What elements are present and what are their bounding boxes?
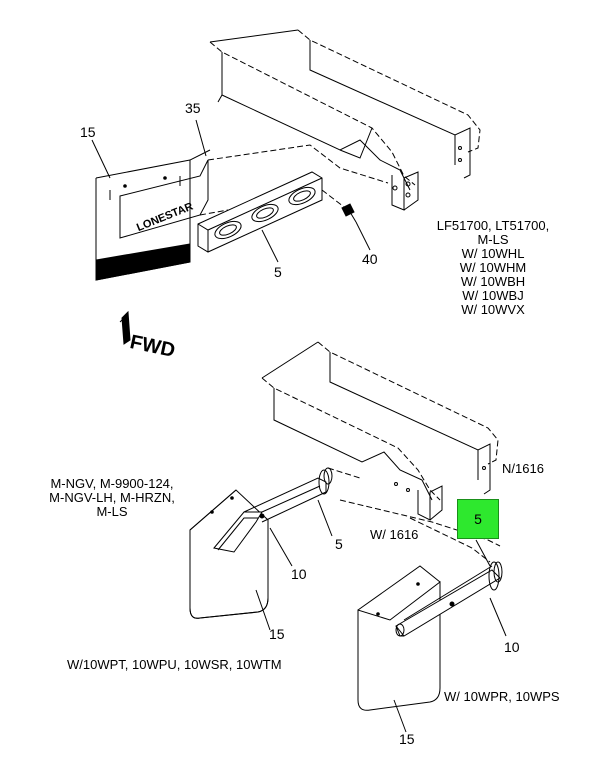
note-line: W/ 10WHM xyxy=(459,260,527,275)
callout-5-top: 5 xyxy=(274,264,282,280)
note-line: LF51700, LT51700, xyxy=(436,218,550,233)
leaders-top xyxy=(91,119,371,263)
note-line: W/ 10WHL xyxy=(461,246,525,261)
note-line: M-NGV-LH, M-HRZN, xyxy=(49,490,175,505)
top-mud-flap xyxy=(95,149,211,281)
top-frame-rail xyxy=(209,29,481,211)
note-right-options: W/ 10WPR, 10WPS xyxy=(444,689,560,704)
fwd-arrow-icon xyxy=(119,310,131,345)
reflector-bar-top xyxy=(197,171,323,253)
assembly-lines-bottom xyxy=(327,467,501,563)
logo-text: LONESTAR xyxy=(135,201,195,235)
bottom-frame-rail xyxy=(261,341,499,521)
callout-15-top: 15 xyxy=(80,124,96,140)
note-n1616: N/1616 xyxy=(502,461,544,476)
note-w1616: W/ 1616 xyxy=(370,527,419,542)
note-line: W/ 10WBJ xyxy=(462,288,524,303)
callout-15-bottom: 15 xyxy=(399,731,415,747)
left-mud-flap xyxy=(189,489,269,619)
note-left-models: M-NGV, M-9900-124, M-NGV-LH, M-HRZN, M-L… xyxy=(44,477,180,519)
note-line: M-LS xyxy=(477,232,509,247)
right-mud-flap xyxy=(357,565,441,711)
callout-5-mid: 5 xyxy=(335,536,343,552)
right-bracket xyxy=(395,561,503,637)
callout-5-highlighted-label: 5 xyxy=(474,511,482,527)
note-top-right: LF51700, LT51700, M-LS W/ 10WHL W/ 10WHM… xyxy=(434,219,552,317)
note-left-options: W/10WPT, 10WPU, 10WSR, 10WTM xyxy=(67,657,282,672)
fwd-label: FWD xyxy=(128,331,177,362)
note-line: W/ 10WBH xyxy=(460,274,526,289)
logo-panel xyxy=(119,159,209,239)
leaders-bottom xyxy=(255,499,507,733)
note-line: W/ 10WVX xyxy=(461,302,525,317)
callout-15-left: 15 xyxy=(269,626,285,642)
callout-10-left: 10 xyxy=(291,566,307,582)
fastener-40 xyxy=(341,203,357,223)
left-bracket xyxy=(213,467,333,553)
callout-5-highlighted[interactable]: 5 xyxy=(457,499,499,539)
callout-40: 40 xyxy=(362,251,378,267)
note-line: M-LS xyxy=(96,504,128,519)
callout-10-right: 10 xyxy=(504,639,520,655)
callout-35: 35 xyxy=(185,100,201,116)
note-line: M-NGV, M-9900-124, xyxy=(50,476,174,491)
